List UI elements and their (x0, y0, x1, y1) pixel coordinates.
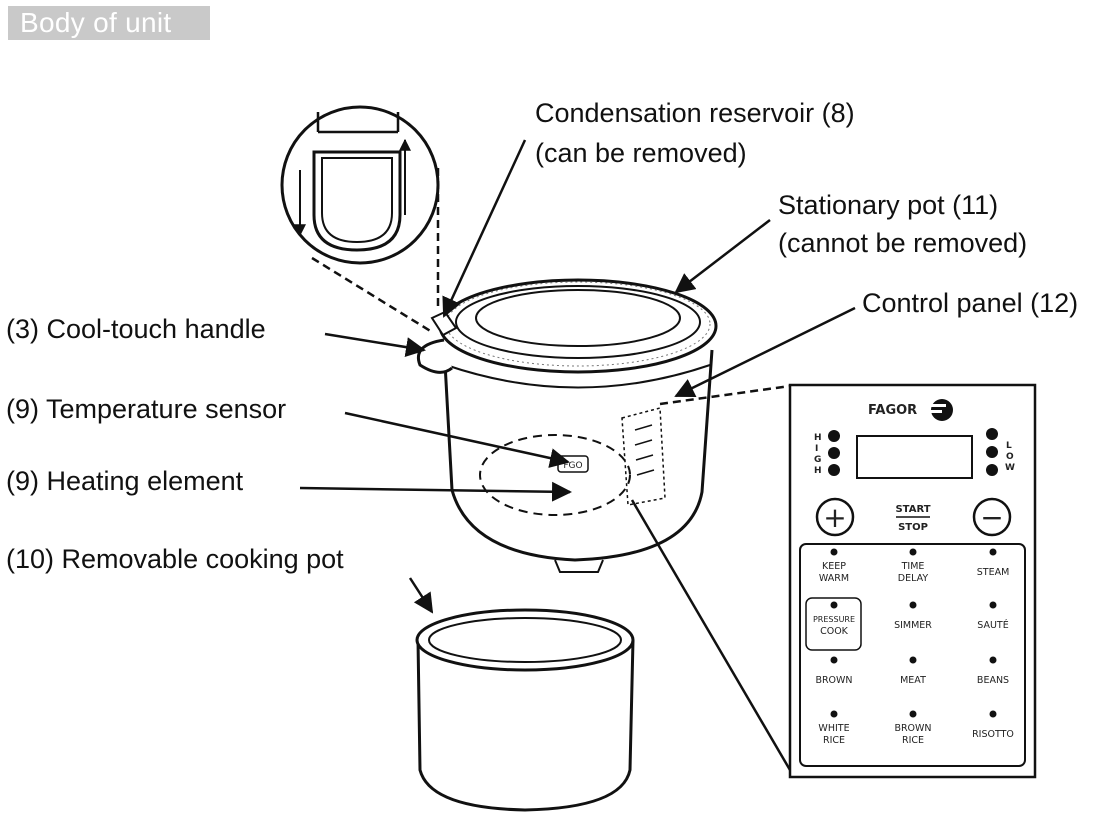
mode-label-line2: WARM (819, 573, 849, 584)
high-label-h1: H (814, 433, 822, 443)
arrow-temp-sensor (344, 411, 570, 468)
mode-label-line1: KEEP (822, 561, 846, 572)
cool-touch-handle (417, 310, 458, 374)
arrow-stationary (674, 219, 771, 294)
panel-brand: FAGOR (868, 403, 917, 418)
arrow-control-panel (674, 306, 856, 398)
panel-display (856, 435, 973, 479)
label-stationary-line1: Stationary pot (11) (778, 190, 999, 220)
mode-label-line1: SIMMER (894, 620, 932, 631)
high-label-g: G (814, 455, 821, 465)
mode-button-8[interactable]: BEANS (977, 656, 1009, 687)
arrow-heating (299, 481, 572, 502)
mode-buttons-area (799, 543, 1026, 767)
minus-icon: − (980, 501, 1003, 534)
cooker-body: FGO (438, 278, 718, 573)
label-stationary-line2: (cannot be removed) (778, 228, 1028, 258)
section-tag: Body of unit (8, 6, 210, 40)
low-label-o: O (1006, 452, 1014, 462)
label-heating: (9) Heating element (6, 466, 244, 496)
led-high-2 (828, 447, 840, 459)
plus-button[interactable]: + (815, 497, 855, 537)
mode-led-dot (830, 656, 838, 664)
mode-label-line1: MEAT (900, 675, 926, 686)
mode-led-dot (909, 548, 917, 556)
label-control-panel: Control panel (12) (862, 288, 1079, 318)
mode-label-line1: PRESSURE (813, 615, 855, 624)
label-temp-sensor: (9) Temperature sensor (6, 394, 287, 424)
arrow-removable-pot (408, 577, 434, 614)
label-condensation-line2: (can be removed) (535, 138, 747, 168)
led-high-1 (828, 430, 840, 442)
high-label-i: I (815, 444, 818, 454)
mode-button-11[interactable]: RISOTTO (972, 710, 1014, 741)
mode-label-line1: WHITE (818, 723, 849, 734)
mode-button-6[interactable]: BROWN (815, 656, 853, 687)
mode-label-line1: RISOTTO (972, 729, 1014, 740)
reservoir-zoom-circle (280, 105, 440, 265)
control-panel-enlarged: FAGOR H I G H L O W + − START (788, 383, 1037, 779)
brand-logo-icon (930, 399, 953, 421)
start-stop-button[interactable]: START STOP (895, 504, 930, 533)
label-handle: (3) Cool-touch handle (6, 314, 266, 344)
start-label: START (895, 504, 930, 515)
mode-led-dot (909, 601, 917, 609)
low-label-w: W (1005, 463, 1015, 473)
panel-zoom-dash (659, 384, 791, 406)
mode-label-line2: DELAY (898, 573, 929, 584)
stop-label: STOP (898, 522, 928, 533)
arrow-condensation (442, 139, 527, 318)
mode-label-line1: BEANS (977, 675, 1009, 686)
low-label-l: L (1006, 441, 1012, 451)
led-low-2 (986, 446, 998, 458)
high-label-h2: H (814, 466, 822, 476)
led-low-1 (986, 428, 998, 440)
mode-led-dot (989, 710, 997, 718)
mode-led-dot (989, 548, 997, 556)
mode-led-dot (830, 601, 838, 609)
mode-led-dot (909, 710, 917, 718)
mode-led-dot (830, 710, 838, 718)
mode-label-line1: STEAM (977, 567, 1010, 578)
mode-button-4[interactable]: SIMMER (894, 601, 932, 632)
mode-label-line1: SAUTÉ (977, 619, 1008, 631)
panel-zoom-line (630, 499, 792, 771)
mode-led-dot (830, 548, 838, 556)
plus-icon: + (823, 501, 846, 534)
mode-label-line2: COOK (820, 626, 849, 637)
mode-led-dot (909, 656, 917, 664)
mode-label-line2: RICE (902, 735, 924, 746)
mode-button-7[interactable]: MEAT (900, 656, 926, 687)
led-low-3 (986, 464, 998, 476)
mode-label-line1: BROWN (894, 723, 931, 734)
zoom-dash-left (311, 256, 433, 334)
arrow-handle (324, 332, 426, 358)
removable-pot (415, 608, 635, 812)
minus-button[interactable]: − (972, 497, 1012, 537)
mode-label-line1: BROWN (815, 675, 852, 686)
mode-led-dot (989, 656, 997, 664)
mode-label-line1: TIME (901, 561, 925, 572)
led-high-3 (828, 464, 840, 476)
mode-label-line2: RICE (823, 735, 845, 746)
label-removable-pot: (10) Removable cooking pot (6, 544, 344, 574)
mode-button-5[interactable]: SAUTÉ (977, 601, 1009, 632)
sensor-mark: FGO (563, 461, 582, 471)
mode-button-2[interactable]: STEAM (977, 548, 1010, 579)
label-condensation-line1: Condensation reservoir (8) (535, 98, 855, 128)
mode-led-dot (989, 601, 997, 609)
pressure-cook-highlight (805, 597, 862, 651)
mode-button-3[interactable]: PRESSURE COOK (813, 601, 855, 638)
